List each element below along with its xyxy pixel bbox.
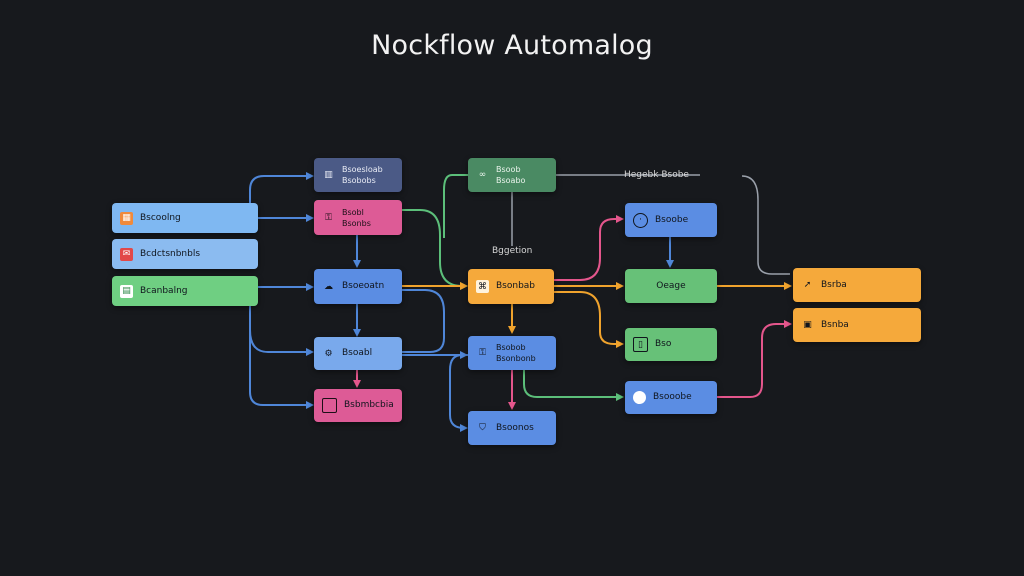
- link-icon: ∞: [478, 170, 487, 180]
- lock-icon: ⚿: [479, 348, 486, 358]
- node-label: Bsnba: [821, 319, 849, 330]
- box-icon: ▣: [803, 320, 812, 330]
- node-label: Bsooobe: [653, 392, 692, 402]
- wire-orange-to-green2: [554, 291, 624, 348]
- merge-node[interactable]: Oeage: [625, 269, 717, 303]
- output-node-1[interactable]: ➚ Bsrba: [793, 268, 921, 302]
- wire-pink-to-orange: [402, 209, 468, 290]
- calendar-icon: ▦: [120, 211, 133, 225]
- node-label: Bcanbalng: [140, 285, 188, 296]
- input-node-3[interactable]: ▤ Bcanbalng: [112, 276, 258, 306]
- wire-trunk-lower: [249, 329, 314, 356]
- timer-node[interactable]: · Bsoobe: [625, 203, 717, 237]
- input-node-2[interactable]: ✉ Bcdctsnbnbls: [112, 239, 258, 269]
- wire-blue-loop-left: [449, 354, 468, 432]
- wire-trunk-down: [249, 287, 314, 409]
- wire-top-to-out: [741, 175, 790, 275]
- settings-node[interactable]: ⚙ Bsoabl: [314, 337, 402, 370]
- diagram-title: Nockflow Automalog: [371, 30, 653, 61]
- chat-icon: [322, 398, 337, 413]
- label-middle: Bggetion: [492, 246, 533, 256]
- node-label: Bsoeoatn: [342, 281, 385, 291]
- input-node-1[interactable]: ▦ Bscoolng: [112, 203, 258, 233]
- wire-blue-to-c4blue: [523, 370, 624, 401]
- node-label: Oeage: [656, 280, 686, 291]
- cloud-icon: ☁: [324, 281, 333, 292]
- label-top-right: Hegebk Bsobe: [624, 170, 689, 180]
- output-node-2[interactable]: ▣ Bsnba: [793, 308, 921, 342]
- document-node[interactable]: ▯ Bso: [625, 328, 717, 361]
- sheet-icon: ▤: [120, 284, 133, 298]
- wire-orange-to-top: [554, 215, 624, 281]
- node-label: Bso: [655, 339, 672, 349]
- wire-in1-to-top: [249, 172, 314, 211]
- clock-icon: ·: [633, 212, 648, 228]
- mail-icon: ✉: [120, 247, 133, 261]
- node-label: Bcdctsnbnbls: [140, 248, 201, 259]
- shield-icon: ⛉: [479, 423, 486, 433]
- node-label: Bsbmbcbia: [344, 400, 394, 410]
- node-label: Bscoolng: [140, 212, 181, 223]
- code-icon: ⌘: [476, 280, 489, 293]
- shield-node[interactable]: ⛉ Bsoonos: [468, 411, 556, 445]
- node-label: Bsrba: [821, 279, 847, 290]
- arrow-icon: ➚: [803, 280, 812, 290]
- database-icon: ▥: [324, 170, 333, 180]
- wire-c4blue-to-out2: [717, 320, 792, 398]
- storage-node[interactable]: Bsooobe: [625, 381, 717, 414]
- wire-mid-loop: [402, 289, 445, 353]
- node-label: Bsoobe: [655, 214, 689, 225]
- wire-green-left: [443, 174, 468, 238]
- gear-icon: ⚙: [324, 348, 333, 359]
- message-node[interactable]: Bsbmbcbia: [314, 389, 402, 422]
- node-label: Bsonbab: [496, 281, 536, 291]
- doc-icon: ▯: [633, 337, 648, 352]
- transform-node[interactable]: ⌘ Bsonbab: [468, 269, 554, 304]
- node-label: Bsoonos: [496, 422, 534, 433]
- lock-icon: ⚿: [325, 212, 332, 223]
- cloud-node[interactable]: ☁ Bsoeoatn: [314, 269, 402, 304]
- disk-icon: [633, 391, 646, 404]
- node-label: Bsoabl: [342, 348, 373, 358]
